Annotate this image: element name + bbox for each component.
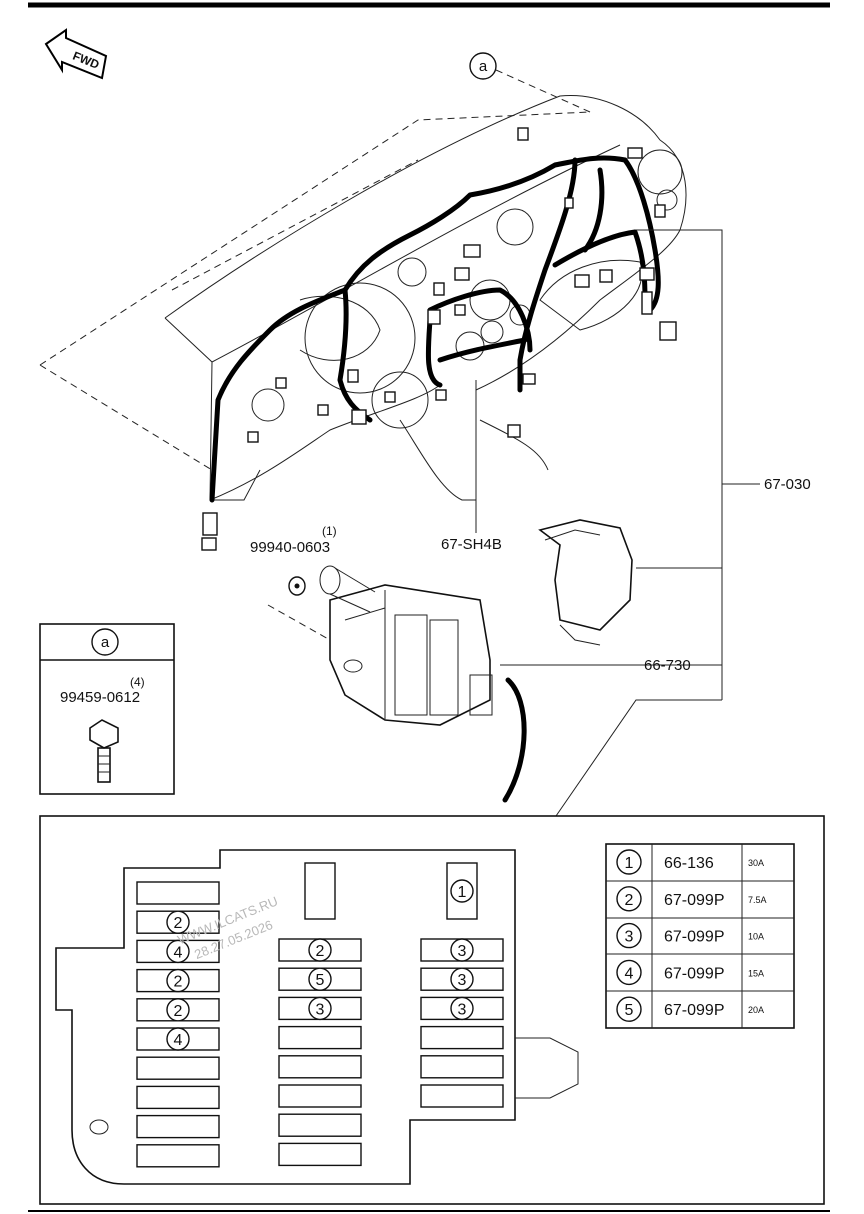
svg-text:67-099P: 67-099P	[664, 1002, 725, 1019]
fuse-slot-top-right: 1	[450, 879, 474, 903]
svg-text:3: 3	[625, 929, 634, 946]
svg-text:1: 1	[458, 884, 467, 901]
harness-sub-label: 67-SH4B	[441, 536, 502, 553]
svg-text:2: 2	[174, 915, 183, 932]
svg-text:5: 5	[316, 972, 325, 989]
bolt-icon	[89, 719, 119, 783]
fuse-slot-middle-1: 2	[278, 938, 362, 962]
fuse-slot-middle-7	[278, 1113, 362, 1137]
svg-text:3: 3	[458, 1001, 467, 1018]
bolt-detail-box: a (4) 99459-0612	[39, 623, 175, 795]
fwd-arrow-icon: FWD	[44, 28, 108, 80]
svg-text:67-099P: 67-099P	[664, 892, 725, 909]
fuse-slot-left-4: 2	[136, 968, 220, 993]
fuse-slot-middle-5	[278, 1055, 362, 1079]
svg-text:5: 5	[625, 1002, 634, 1019]
fuse-slot-left-5: 2	[136, 998, 220, 1022]
fuse-slot-right-4	[420, 1025, 504, 1050]
svg-text:2: 2	[625, 892, 634, 909]
svg-text:15A: 15A	[748, 968, 764, 978]
fuse-block	[319, 565, 527, 803]
svg-text:67-099P: 67-099P	[664, 929, 725, 946]
svg-text:2: 2	[174, 1003, 183, 1020]
fuse-slot-right-2: 3	[420, 967, 504, 991]
svg-text:4: 4	[174, 1032, 183, 1049]
svg-text:30A: 30A	[748, 858, 764, 868]
harness-main-label: 67-030	[764, 476, 811, 493]
svg-text:a: a	[479, 58, 488, 75]
svg-text:67-099P: 67-099P	[664, 965, 725, 982]
callout-a-top: a	[469, 52, 591, 113]
svg-text:1: 1	[625, 855, 634, 872]
fuse-slot-left-10	[136, 1144, 220, 1168]
fuse-slot-left-9	[136, 1114, 220, 1139]
fuse-slot-middle-2: 5	[278, 967, 362, 991]
svg-text:66-136: 66-136	[664, 855, 714, 872]
fuse-slot-right-3: 3	[420, 996, 504, 1021]
connectors	[201, 127, 677, 551]
svg-text:3: 3	[458, 943, 467, 960]
fuse-block-label: 66-730	[644, 657, 691, 674]
fuse-slots: 2 4 2 2 4 2 5 3 3 3 3 1	[136, 879, 504, 1168]
bolt-part-label: 99459-0612	[60, 689, 140, 706]
callout-a-box: a	[101, 634, 110, 651]
instrument-panel	[164, 94, 687, 501]
fuse-slot-middle-3: 3	[278, 996, 362, 1021]
fuse-slot-left-7	[136, 1056, 220, 1080]
dashboard-outline-dashed	[39, 111, 591, 471]
fuse-reference-table: 1 66-136 30A 2 67-099P 7.5A 3 67-099P 10A 4 67-099…	[605, 843, 795, 1029]
svg-text:3: 3	[458, 972, 467, 989]
harness-67-030-wire	[209, 155, 661, 503]
svg-text:7.5A: 7.5A	[748, 895, 767, 905]
fuse-slot-right-1: 3	[420, 938, 504, 962]
svg-text:10A: 10A	[748, 932, 764, 942]
fuse-slot-right-6	[420, 1084, 504, 1108]
fuse-slot-left-3: 4	[136, 939, 220, 964]
fuse-table-row: 5 67-099P 20A	[616, 996, 764, 1022]
fuse-slot-left-2: 2	[136, 910, 220, 934]
svg-text:4: 4	[625, 965, 634, 982]
leader-lines	[475, 229, 760, 817]
svg-text:4: 4	[174, 944, 183, 961]
bolt-qty-label: (4)	[130, 675, 145, 689]
harness-cover-bracket	[538, 519, 633, 646]
fuse-table-row: 2 67-099P 7.5A	[616, 886, 767, 912]
svg-text:2: 2	[174, 974, 183, 991]
fuse-table-row: 4 67-099P 15A	[616, 959, 764, 986]
fuse-slot-middle-8	[278, 1142, 362, 1167]
fuse-slot-right-5	[420, 1055, 504, 1079]
clip-part	[267, 576, 331, 641]
fuse-table-row: 3 67-099P 10A	[616, 922, 764, 949]
clip-part-label: 99940-0603	[250, 539, 330, 556]
clip-qty-label: (1)	[322, 524, 337, 538]
fuse-slot-left-8	[136, 1085, 220, 1110]
svg-text:2: 2	[316, 943, 325, 960]
fuse-slot-middle-6	[278, 1084, 362, 1108]
fuse-layout-panel	[39, 815, 825, 1205]
fuse-slot-left-6: 4	[136, 1027, 220, 1051]
fuse-slot-left-1	[136, 881, 220, 905]
fuse-slot-middle-4	[278, 1025, 362, 1050]
svg-text:20A: 20A	[748, 1005, 764, 1015]
fuse-table-row: 1 66-136 30A	[616, 849, 764, 875]
svg-text:3: 3	[316, 1001, 325, 1018]
harness-67-sh4b-wire	[427, 287, 533, 363]
